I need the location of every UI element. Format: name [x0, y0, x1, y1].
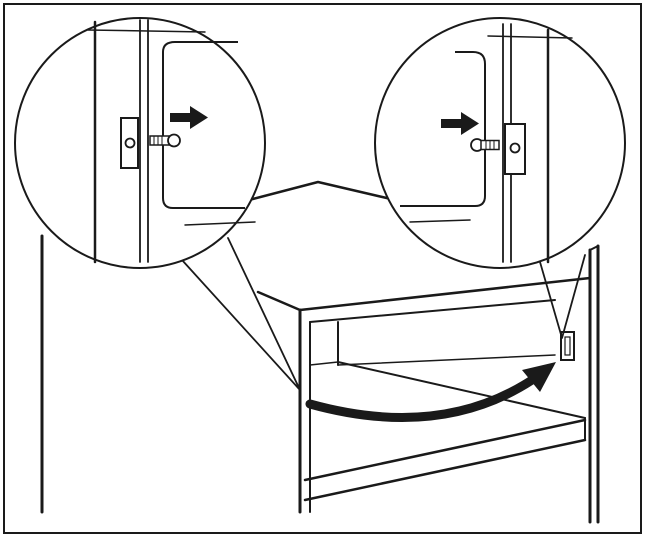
callout-lines	[181, 237, 586, 391]
curved-arrow-icon	[305, 362, 556, 422]
cabinet	[40, 180, 600, 524]
hinge-plate	[560, 331, 575, 361]
hinge-detail-right	[374, 17, 626, 269]
arrow-right-icon	[441, 112, 479, 135]
arrow-right-icon	[170, 106, 208, 129]
hinge-detail-left	[14, 17, 266, 269]
